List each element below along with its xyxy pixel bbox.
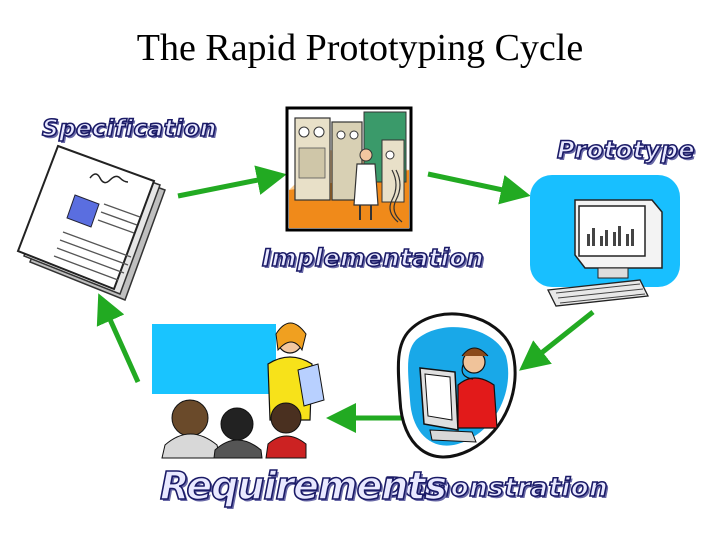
arrow-spec-to-impl bbox=[177, 165, 287, 199]
label-specification: Specification bbox=[41, 115, 217, 143]
meeting-icon bbox=[152, 322, 325, 459]
label-prototype: Prototype bbox=[556, 135, 696, 165]
arrow-proto-to-demo bbox=[519, 310, 595, 371]
arrow-req-to-spec bbox=[96, 293, 141, 384]
slide-title: The Rapid Prototyping Cycle bbox=[136, 27, 584, 69]
arrow-impl-to-proto bbox=[427, 171, 531, 205]
label-demonstration: Demonstration bbox=[382, 472, 609, 504]
computer-lab-icon bbox=[285, 106, 413, 232]
label-requirements: Requirements bbox=[159, 463, 448, 509]
document-icon bbox=[16, 144, 166, 301]
computer-monitor-icon bbox=[530, 175, 680, 307]
support-agent-icon bbox=[396, 312, 517, 459]
label-implementation: Implementation bbox=[261, 243, 484, 273]
